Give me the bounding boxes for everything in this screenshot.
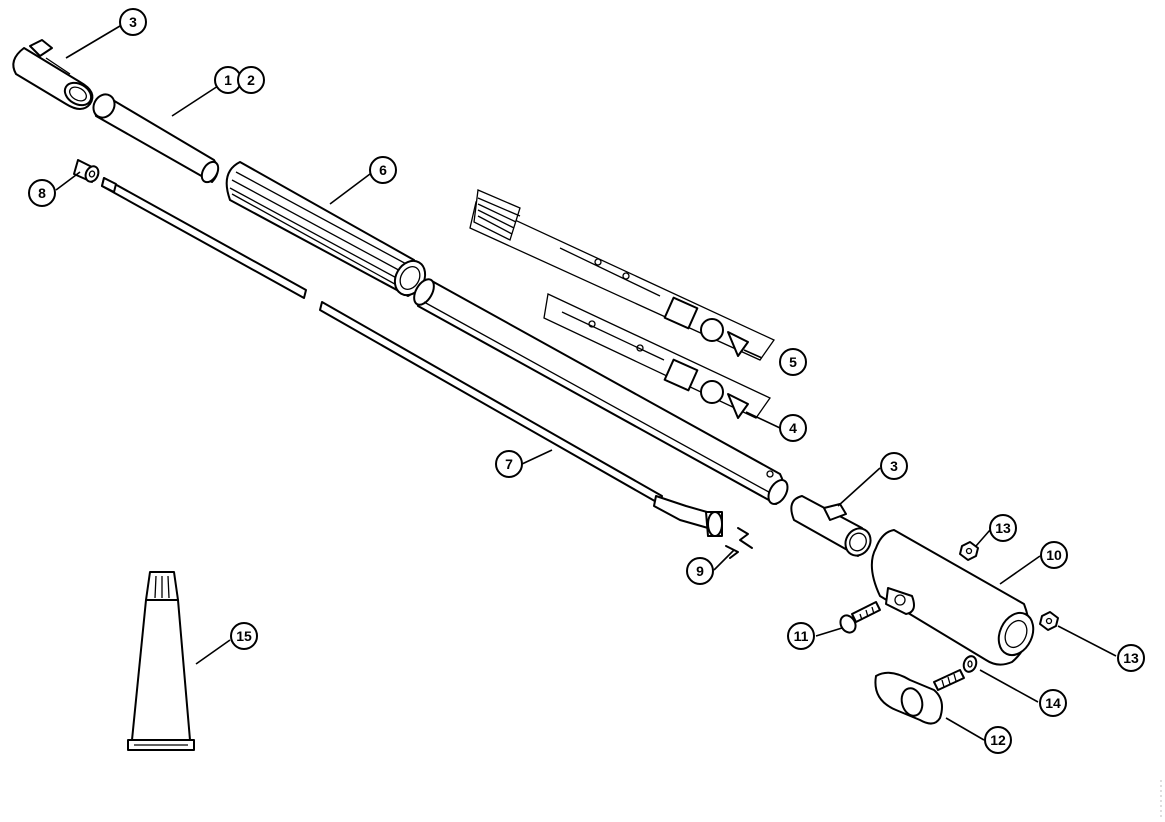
part-14-washer bbox=[962, 655, 978, 673]
main-shaft-tube bbox=[413, 278, 789, 505]
leader-lines bbox=[55, 25, 1117, 741]
callout-2-label: 2 bbox=[247, 72, 255, 88]
callout-15: 15 bbox=[230, 622, 258, 650]
callout-2: 2 bbox=[237, 66, 265, 94]
part-8-bushing bbox=[73, 159, 100, 183]
part-9-clip bbox=[725, 527, 753, 559]
part-13-nut-lower bbox=[1039, 611, 1059, 631]
part-15-grease-tube bbox=[127, 571, 195, 751]
part-12-wing-knob bbox=[874, 669, 965, 725]
callout-9-label: 9 bbox=[696, 563, 704, 579]
part-7-drive-shaft bbox=[101, 177, 723, 537]
callout-10: 10 bbox=[1040, 541, 1068, 569]
part-6-ribbed-grip bbox=[225, 161, 427, 297]
part-11-screw bbox=[839, 601, 881, 634]
callout-6-label: 6 bbox=[379, 162, 387, 178]
callout-14: 14 bbox=[1039, 689, 1067, 717]
part-10-clamp-housing bbox=[870, 529, 1035, 666]
callout-13-upper-label: 13 bbox=[995, 520, 1011, 536]
part-5-label-large bbox=[469, 189, 775, 361]
callout-4-label: 4 bbox=[789, 420, 797, 436]
callout-3-lower-label: 3 bbox=[890, 458, 898, 474]
callout-13-lower: 13 bbox=[1117, 644, 1145, 672]
callout-3-upper: 3 bbox=[119, 8, 147, 36]
callout-3-upper-label: 3 bbox=[129, 14, 137, 30]
callout-1-label: 1 bbox=[224, 72, 232, 88]
callout-13-upper: 13 bbox=[989, 514, 1017, 542]
callout-6: 6 bbox=[369, 156, 397, 184]
callout-14-label: 14 bbox=[1045, 695, 1061, 711]
callout-11-label: 11 bbox=[794, 628, 809, 644]
callout-5-label: 5 bbox=[789, 354, 797, 370]
part-13-nut-upper bbox=[959, 541, 979, 561]
callout-3-lower: 3 bbox=[880, 452, 908, 480]
part-3-upper-sleeve bbox=[12, 39, 94, 110]
callout-1: 1 bbox=[214, 66, 242, 94]
callout-4: 4 bbox=[779, 414, 807, 442]
callout-7-label: 7 bbox=[505, 456, 513, 472]
callout-9: 9 bbox=[686, 557, 714, 585]
callout-12: 12 bbox=[984, 726, 1012, 754]
callout-12-label: 12 bbox=[990, 732, 1006, 748]
part-4-label-small bbox=[543, 293, 771, 419]
callout-8: 8 bbox=[28, 179, 56, 207]
callout-8-label: 8 bbox=[38, 185, 46, 201]
callout-11: 11 bbox=[787, 622, 815, 650]
part-3-lower-sleeve bbox=[790, 495, 872, 557]
callout-13-lower-label: 13 bbox=[1123, 650, 1139, 666]
callout-10-label: 10 bbox=[1046, 547, 1062, 563]
callout-5: 5 bbox=[779, 348, 807, 376]
callout-7: 7 bbox=[495, 450, 523, 478]
part-1-2-short-tube bbox=[92, 93, 220, 184]
callout-15-label: 15 bbox=[236, 628, 252, 644]
